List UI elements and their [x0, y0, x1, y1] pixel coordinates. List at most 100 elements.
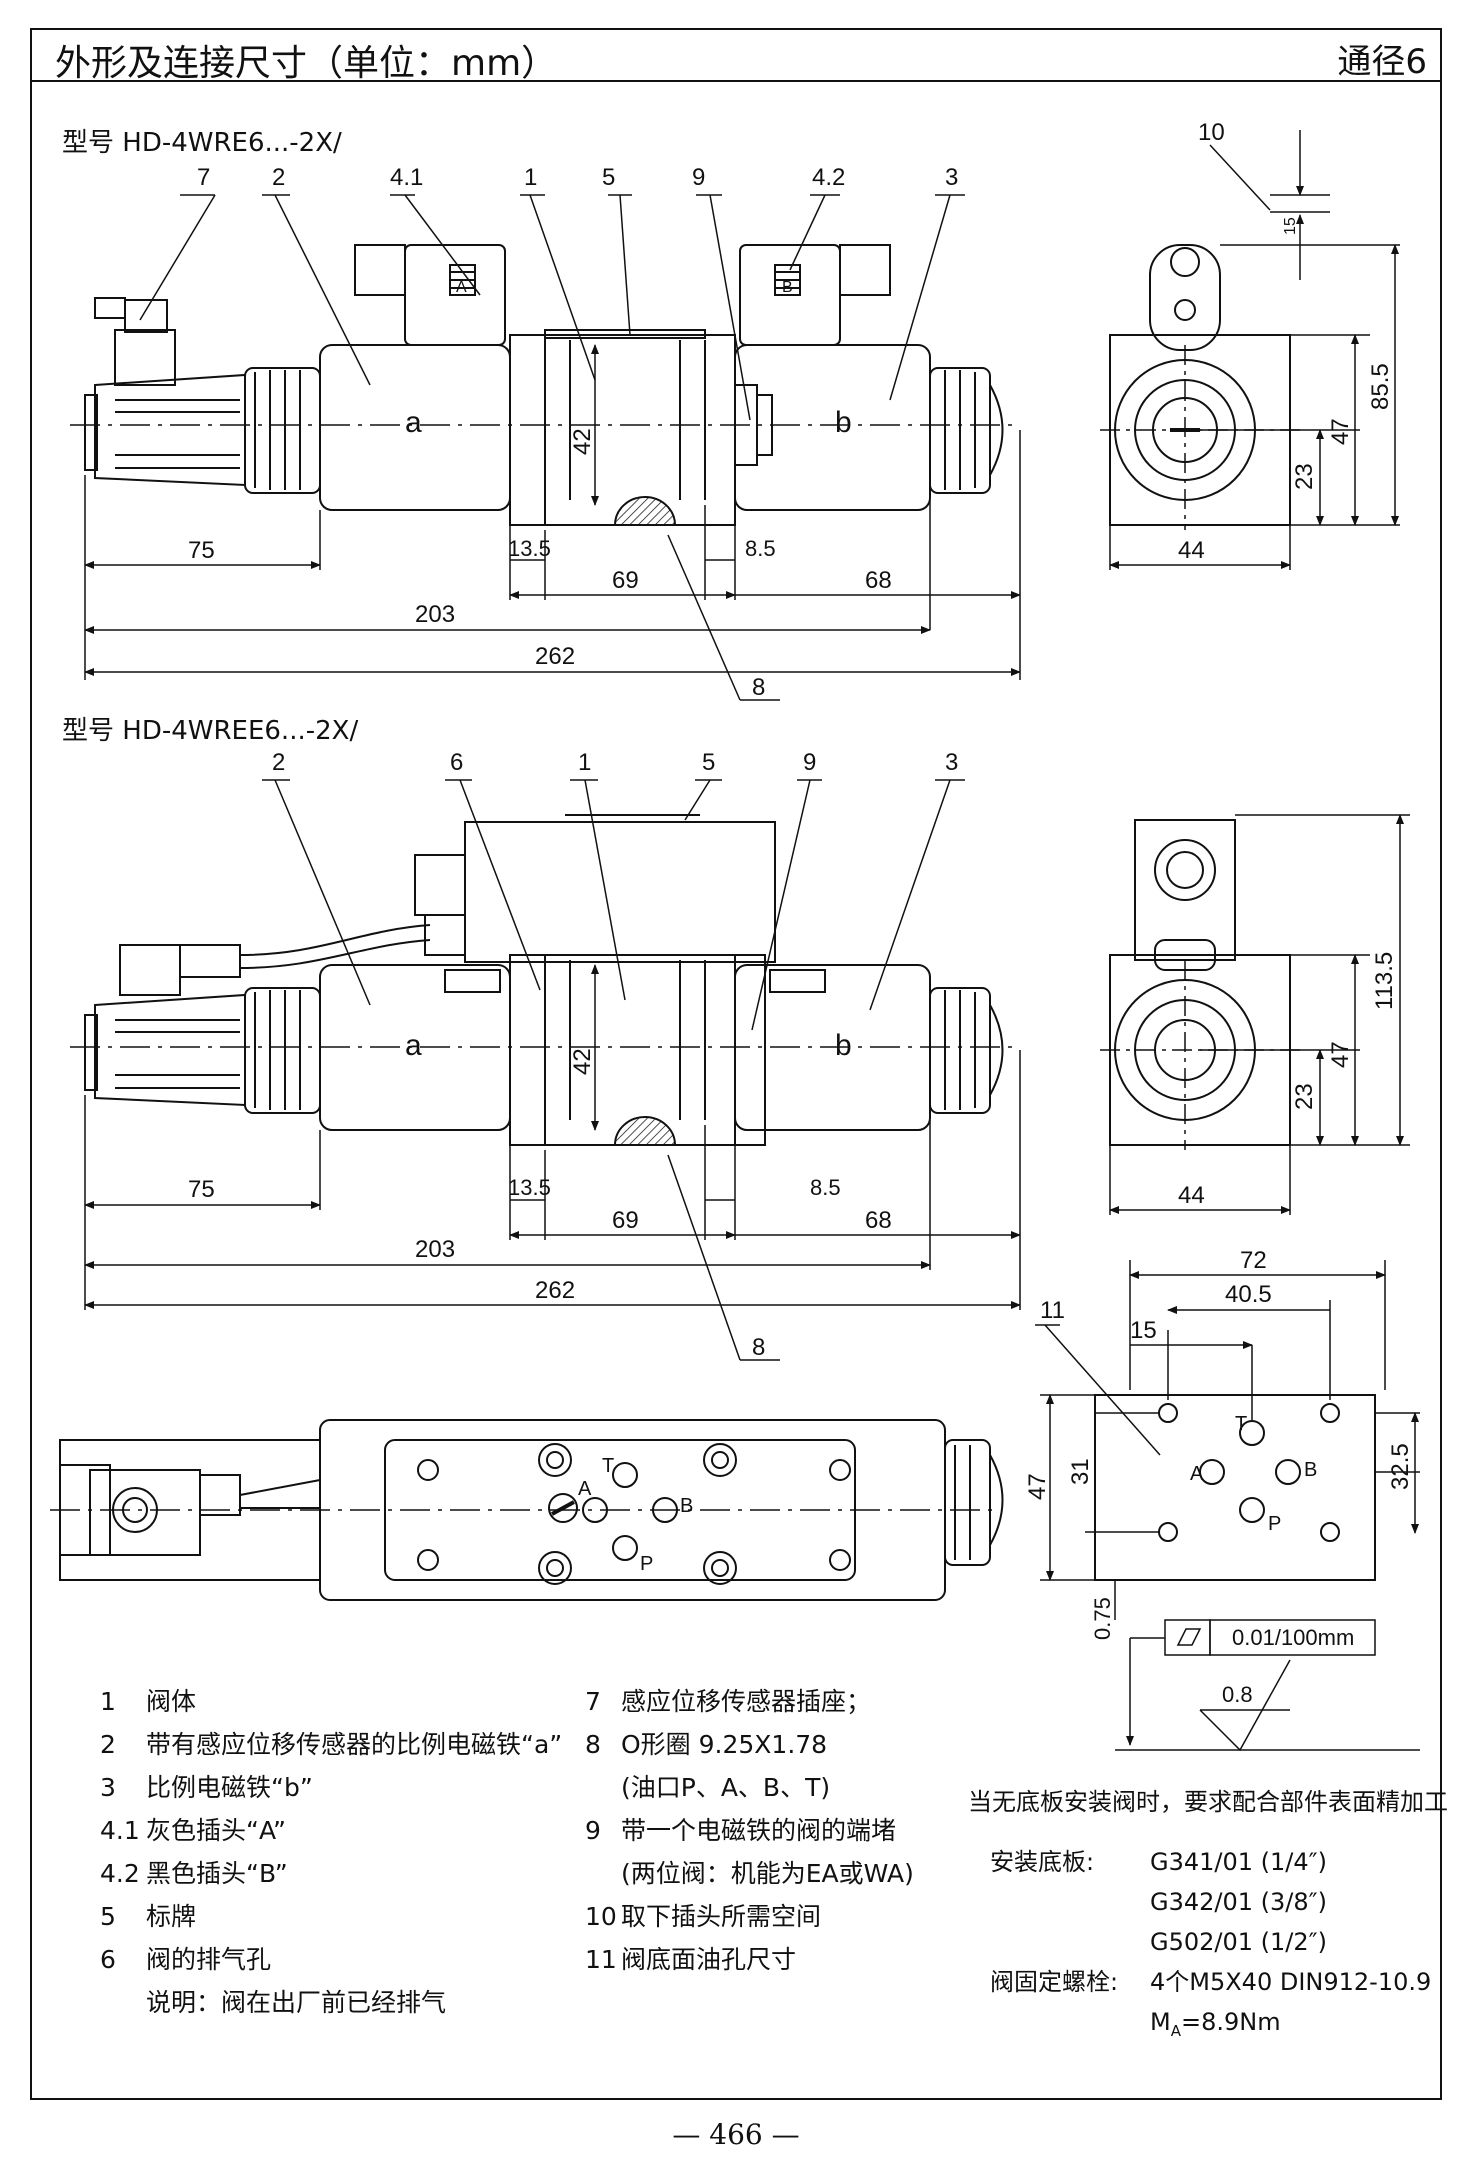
dim-32-5: 32.5 [1387, 1443, 1414, 1490]
dim-47-mid: 47 [1327, 1041, 1354, 1068]
dim-23-top: 23 [1291, 463, 1318, 490]
magnet-b-label: b [835, 406, 852, 439]
dimensions-top [84, 344, 1021, 680]
dim-23-mid: 23 [1291, 1083, 1318, 1110]
dim-31: 31 [1067, 1458, 1094, 1485]
legend-item: (两位阀：机能为EA或WA) [621, 1859, 914, 1888]
callout-4-2: 4.2 [812, 164, 845, 191]
dim-47-port: 47 [1024, 1473, 1051, 1500]
magnet-a-label-mid: a [405, 1029, 422, 1062]
dim-262-mid: 262 [535, 1277, 575, 1304]
dim-0-75: 0.75 [1090, 1597, 1115, 1640]
plug-b-label: B [782, 279, 793, 296]
bolt-spec: 4个M5X40 DIN912-10.9 MA=8.9Nm [1150, 1962, 1431, 2051]
port-t-bottom: T [602, 1455, 614, 1477]
subplate-label: 安装底板: [990, 1848, 1095, 1876]
page-number: — 466 — [672, 2118, 800, 2151]
legend-item: 说明：阀在出厂前已经排气 [146, 1988, 447, 2017]
model-label-middle: 型号 HD-4WREE6...-2X/ [62, 716, 359, 746]
callout-2-mid: 2 [272, 749, 285, 776]
dim-44-top: 44 [1178, 537, 1205, 564]
dim-262-top: 262 [535, 643, 575, 670]
callout-8-mid: 8 [752, 1334, 765, 1361]
subplate-list: G341/01 (1/4″) G342/01 (3/8″) G502/01 (1… [1150, 1848, 1327, 1956]
dim-42-top: 42 [569, 428, 596, 455]
dim-13-5-mid: 13.5 [508, 1175, 551, 1200]
model-label-top: 型号 HD-4WRE6...-2X/ [62, 128, 342, 158]
valve-side-view-top [1100, 244, 1300, 530]
leader-lines [139, 194, 1161, 1456]
dim-75-mid: 75 [188, 1176, 215, 1203]
tightening-torque: MA=8.9Nm [1150, 2008, 1281, 2040]
dim-8-5-mid: 8.5 [810, 1175, 841, 1200]
port-b-bottom: B [680, 1495, 693, 1517]
dim-203-mid: 203 [415, 1236, 455, 1263]
drawing-frame [30, 28, 1442, 2100]
plug-a-label: A [456, 279, 467, 296]
dim-40-5: 40.5 [1225, 1281, 1272, 1308]
callout-7: 7 [197, 164, 210, 191]
dimensions-side-middle [1109, 814, 1410, 1215]
callout-9: 9 [692, 164, 705, 191]
dim-85-5: 85.5 [1367, 363, 1394, 410]
dimensions-port-pattern [1040, 1260, 1420, 1620]
dim-47-top: 47 [1327, 418, 1354, 445]
callout-3-mid: 3 [945, 749, 958, 776]
valve-side-view-middle [1100, 819, 1300, 1150]
callout-10: 10 [1198, 119, 1225, 146]
dim-69-mid: 69 [612, 1207, 639, 1234]
header-divider [30, 80, 1442, 82]
dim-68-mid: 68 [865, 1207, 892, 1234]
dim-15-top: 15 [1282, 217, 1299, 235]
dimensions-middle [84, 964, 1021, 1310]
callout-1: 1 [524, 164, 537, 191]
roughness-value: 0.8 [1222, 1682, 1253, 1707]
callout-6: 6 [450, 749, 463, 776]
dim-68-top: 68 [865, 567, 892, 594]
dim-15-port: 15 [1130, 1317, 1157, 1344]
surface-finish-symbol [1115, 1619, 1420, 1752]
port-a-bottom: A [578, 1478, 592, 1500]
callout-5: 5 [602, 164, 615, 191]
dim-42-mid: 42 [569, 1048, 596, 1075]
port-p: P [1268, 1513, 1281, 1535]
dim-75-top: 75 [188, 537, 215, 564]
port-t: T [1235, 1413, 1247, 1435]
callout-9-mid: 9 [803, 749, 816, 776]
dim-203-top: 203 [415, 601, 455, 628]
legend-item: (油口P、A、B、T) [621, 1773, 831, 1802]
page-title: 外形及连接尺寸（单位：mm） [55, 43, 558, 84]
dim-72: 72 [1240, 1247, 1267, 1274]
nominal-size: 通径6 [1337, 42, 1427, 82]
machining-note: 当无底板安装阀时，要求配合部件表面精加工 [968, 1788, 1448, 1816]
flatness-value: 0.01/100mm [1232, 1625, 1354, 1650]
magnet-b-label-mid: b [835, 1029, 852, 1062]
callout-5-mid: 5 [702, 749, 715, 776]
port-p-bottom: P [640, 1553, 653, 1575]
valve-front-view-top [70, 244, 1020, 526]
callout-8-top: 8 [752, 674, 765, 701]
bolt-label: 阀固定螺栓: [990, 1968, 1119, 1996]
dim-13-5-top: 13.5 [508, 536, 551, 561]
dim-44-mid: 44 [1178, 1182, 1205, 1209]
dim-113-5: 113.5 [1371, 952, 1398, 1010]
valve-front-view-middle [70, 814, 1020, 1146]
dim-69-top: 69 [612, 567, 639, 594]
callout-11: 11 [1040, 1297, 1065, 1324]
port-b: B [1304, 1459, 1317, 1481]
callout-3: 3 [945, 164, 958, 191]
magnet-a-label: a [405, 406, 422, 439]
callout-2: 2 [272, 164, 285, 191]
